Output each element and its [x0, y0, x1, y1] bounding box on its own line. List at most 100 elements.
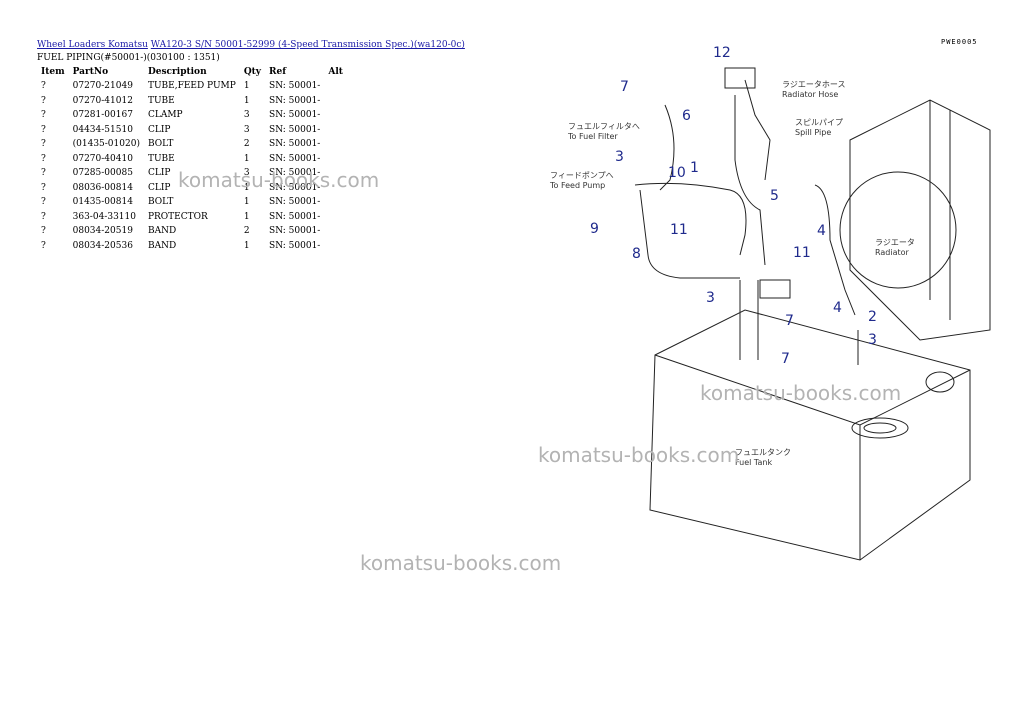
cell-item: ? [41, 168, 46, 179]
label-feed-pump-en: To Feed Pump [549, 181, 605, 190]
callout-1: 1 [690, 160, 699, 176]
cell-qty: 1 [243, 182, 250, 193]
cell-partno: 01435-00814 [72, 197, 133, 208]
cell-qty: 3 [243, 110, 250, 121]
cell-ref: SN: 50001- [269, 226, 321, 237]
callout-4b: 4 [833, 300, 842, 316]
tube-6 [659, 104, 675, 191]
cell-description: TUBE [147, 95, 175, 106]
cell-partno: 04434-51510 [72, 124, 133, 135]
cell-alt [324, 94, 347, 109]
callout-12: 12 [713, 45, 731, 61]
cell-partno: 08036-00814 [72, 182, 133, 193]
cell-partno: 07270-40410 [72, 153, 133, 164]
label-radiator-hose-jp: ラジエータホース [782, 80, 845, 89]
page-code: PWE0005 [941, 38, 978, 46]
cell-ref: SN: 50001- [269, 124, 321, 135]
cell-alt [324, 123, 347, 138]
callout-3a: 3 [615, 149, 624, 165]
cell-qty: 2 [243, 139, 250, 150]
cell-qty: 1 [243, 240, 250, 251]
cell-item: ? [41, 139, 46, 150]
cell-description: BOLT [147, 197, 174, 208]
cell-qty: 2 [243, 226, 250, 237]
cell-alt [324, 79, 347, 94]
radiator-body [849, 99, 991, 341]
watermark: komatsu-books.com [360, 551, 562, 575]
cell-item: ? [41, 124, 46, 135]
label-radiator-en: Radiator [875, 248, 910, 257]
filler-neck [851, 417, 909, 439]
fuel-tank-outline [649, 309, 971, 561]
cell-partno: 07270-41012 [72, 95, 133, 106]
breadcrumb: Wheel Loaders Komatsu WA120-3 S/N 50001-… [37, 40, 465, 50]
cell-description: CLAMP [147, 110, 183, 121]
watermark: komatsu-books.com [178, 168, 380, 192]
cell-item: ? [41, 211, 46, 222]
label-spill-pipe-en: Spill Pipe [795, 128, 831, 137]
spill-pipe [734, 95, 766, 266]
breadcrumb-link-wheel-loaders[interactable]: Wheel Loaders Komatsu [37, 40, 148, 50]
watermark: komatsu-books.com [538, 443, 740, 467]
cell-partno: 08034-20519 [72, 226, 133, 237]
breather-port [925, 371, 955, 393]
cell-item: ? [41, 240, 46, 251]
cell-partno: 07281-00167 [72, 110, 133, 121]
callout-3c: 3 [868, 332, 877, 348]
cell-item: ? [41, 95, 46, 106]
cell-partno: 08034-20536 [72, 240, 133, 251]
cell-qty: 3 [243, 168, 250, 179]
label-fuel-filter-jp: フュエルフィルタへ [568, 122, 640, 131]
label-radiator-jp: ラジエータ [875, 238, 915, 247]
cell-description: BAND [147, 226, 177, 237]
label-fuel-filter-en: To Fuel Filter [567, 132, 618, 141]
label-fuel-tank-jp: フュエルタンク [735, 448, 791, 457]
callout-8: 8 [632, 246, 641, 262]
breadcrumb-link-model[interactable]: WA120-3 S/N 50001-52999 (4-Speed Transmi… [150, 40, 465, 50]
protector [759, 279, 791, 299]
cell-alt [324, 224, 347, 239]
cell-alt [324, 239, 347, 254]
cell-ref: SN: 50001- [269, 81, 321, 92]
cell-item: ? [41, 110, 46, 121]
cell-partno: (01435-01020) [72, 139, 140, 150]
tube-4 [814, 184, 856, 316]
cell-ref: SN: 50001- [269, 168, 321, 179]
label-spill-pipe-jp: スピルパイプ [795, 118, 843, 127]
cell-alt [324, 195, 347, 210]
callout-11b: 11 [793, 245, 811, 261]
cell-alt [324, 108, 347, 123]
cell-partno: 07285-00085 [72, 168, 133, 179]
cell-description: BAND [147, 240, 177, 251]
cell-qty: 1 [243, 81, 250, 92]
cell-alt [324, 210, 347, 225]
radiator-hose [744, 79, 771, 181]
cell-description: PROTECTOR [147, 211, 208, 222]
cell-description: CLIP [147, 168, 171, 179]
cell-qty: 1 [243, 95, 250, 106]
column-header-qty: Qty [243, 67, 262, 77]
tube-10 [639, 189, 740, 279]
column-header-partno: PartNo [72, 67, 109, 77]
cell-qty: 3 [243, 124, 250, 135]
cell-ref: SN: 50001- [269, 95, 321, 106]
cell-alt [324, 152, 347, 167]
radiator-core-edge [929, 100, 951, 320]
cell-description: BOLT [147, 139, 174, 150]
callout-10: 10 [668, 165, 686, 181]
cell-partno: 07270-21049 [72, 81, 133, 92]
cell-description: TUBE [147, 153, 175, 164]
cell-qty: 1 [243, 211, 250, 222]
cell-ref: SN: 50001- [269, 211, 321, 222]
tube-1 [634, 182, 747, 256]
